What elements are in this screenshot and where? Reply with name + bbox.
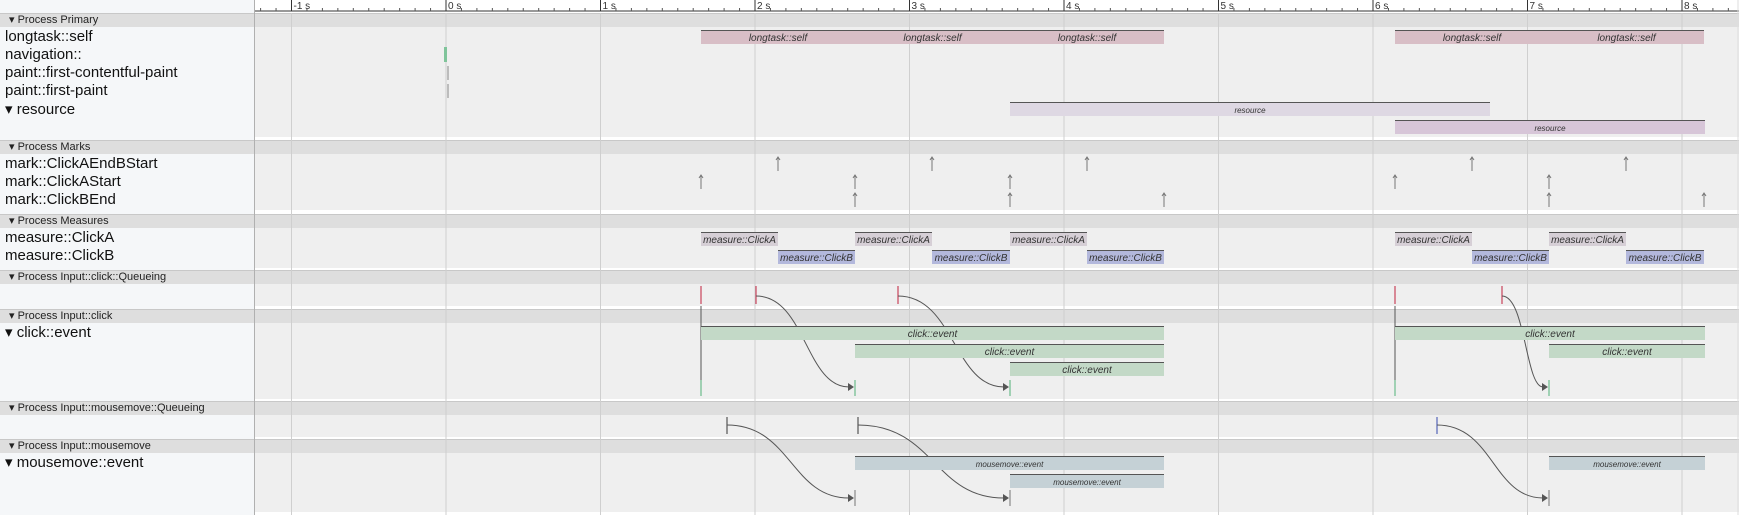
track-label-resource[interactable]: ▾ resource	[5, 101, 76, 118]
longtask-slice[interactable]: longtask::self	[855, 30, 1010, 44]
resource-slice[interactable]: resource	[1010, 102, 1490, 116]
mousemove-event-slice[interactable]: mousemove::event	[855, 456, 1164, 470]
ruler-tick-label: 2 s	[757, 1, 771, 12]
process-measures-header[interactable]: ▾ Process Measures	[0, 214, 1739, 228]
measure-clicka-slice[interactable]: measure::ClickA	[1395, 232, 1472, 246]
measure-clickb-slice[interactable]: measure::ClickB	[778, 250, 855, 264]
track-label-measure-clicka[interactable]: measure::ClickA	[5, 229, 115, 246]
navigation-marker	[444, 47, 447, 62]
mark-clickbend-head	[1161, 192, 1167, 197]
ruler-tick-label: 7 s	[1529, 1, 1543, 12]
click-flow-arrow-arrowhead	[1003, 383, 1009, 391]
mousemove-event-slice[interactable]: mousemove::event	[1010, 474, 1164, 488]
measure-clicka-slice[interactable]: measure::ClickA	[855, 232, 932, 246]
click-event-slice[interactable]: click::event	[1549, 344, 1705, 358]
process-marks-header[interactable]: ▾ Process Marks	[0, 140, 1739, 154]
mark-clickastart-head	[1392, 174, 1398, 179]
click-flow-arrow-arrowhead	[1542, 383, 1548, 391]
process-mousemove-header[interactable]: ▾ Process Input::mousemove	[0, 439, 1739, 453]
mark-clickbend-head	[1546, 192, 1552, 197]
label-column	[0, 0, 255, 515]
click-event-slice[interactable]: click::event	[701, 326, 1164, 340]
ruler-tick-label: 1 s	[602, 1, 616, 12]
ruler-tick-label: 5 s	[1220, 1, 1234, 12]
ruler-tick-label: 8 s	[1684, 1, 1698, 12]
process-primary-header[interactable]: ▾ Process Primary	[0, 13, 1739, 27]
ruler-tick-label: 4 s	[1066, 1, 1080, 12]
track-label-measure-clickb[interactable]: measure::ClickB	[5, 247, 115, 264]
mark-clickastart-head	[852, 174, 858, 179]
longtask-slice[interactable]: longtask::self	[1395, 30, 1549, 44]
track-label-longtask[interactable]: longtask::self	[5, 28, 93, 45]
mousemove-flow-arrow-arrowhead	[1003, 494, 1009, 502]
measure-clickb-slice[interactable]: measure::ClickB	[1626, 250, 1704, 264]
track-label-navigation[interactable]: navigation::	[5, 46, 82, 63]
measure-clicka-slice[interactable]: measure::ClickA	[1010, 232, 1087, 246]
track-label-mark-clickbend[interactable]: mark::ClickBEnd	[5, 191, 116, 208]
mark-clickaendbstart-head	[1469, 156, 1475, 161]
process-mousemove-queueing-header[interactable]: ▾ Process Input::mousemove::Queueing	[0, 401, 1739, 415]
measure-clicka-slice[interactable]: measure::ClickA	[1549, 232, 1626, 246]
track-label-click-event[interactable]: ▾ click::event	[5, 324, 91, 341]
process-click-queueing-header[interactable]: ▾ Process Input::click::Queueing	[0, 270, 1739, 284]
resource-slice[interactable]: resource	[1395, 120, 1705, 134]
process-click-header[interactable]: ▾ Process Input::click	[0, 309, 1739, 323]
mark-clickaendbstart-head	[929, 156, 935, 161]
click-event-slice[interactable]: click::event	[1395, 326, 1705, 340]
track-label-first-paint[interactable]: paint::first-paint	[5, 82, 108, 99]
mark-clickbend-head	[852, 192, 858, 197]
measure-clickb-slice[interactable]: measure::ClickB	[932, 250, 1010, 264]
measure-clicka-slice[interactable]: measure::ClickA	[701, 232, 778, 246]
ruler-tick-label: 3 s	[911, 1, 925, 12]
ruler-tick-label: 0 s	[448, 1, 462, 12]
track-label-mousemove-event[interactable]: ▾ mousemove::event	[5, 454, 144, 471]
click-flow-arrow-arrowhead	[848, 383, 854, 391]
mousemove-flow-arrow	[1436, 424, 1544, 499]
track-label-mark-clickastart[interactable]: mark::ClickAStart	[5, 173, 121, 190]
mousemove-flow-arrow-arrowhead	[1542, 494, 1548, 502]
longtask-slice[interactable]: longtask::self	[701, 30, 855, 44]
mousemove-flow-arrow-arrowhead	[848, 494, 854, 502]
longtask-slice[interactable]: longtask::self	[1010, 30, 1164, 44]
ruler-tick-label: 6 s	[1375, 1, 1389, 12]
mark-clickaendbstart-head	[775, 156, 781, 161]
mousemove-event-slice[interactable]: mousemove::event	[1549, 456, 1705, 470]
click-event-slice[interactable]: click::event	[1010, 362, 1164, 376]
click-flow-arrow	[897, 295, 1005, 388]
measure-clickb-slice[interactable]: measure::ClickB	[1472, 250, 1549, 264]
mark-clickastart-head	[698, 174, 704, 179]
track-label-first-contentful-paint[interactable]: paint::first-contentful-paint	[5, 64, 178, 81]
mark-clickastart-head	[1007, 174, 1013, 179]
mark-clickbend-head	[1701, 192, 1707, 197]
longtask-slice[interactable]: longtask::self	[1549, 30, 1704, 44]
track-label-mark-clickaendbstart[interactable]: mark::ClickAEndBStart	[5, 155, 158, 172]
ruler-tick-label: -1 s	[293, 1, 311, 12]
click-event-slice[interactable]: click::event	[855, 344, 1164, 358]
label-divider[interactable]	[254, 0, 255, 515]
click-flow-arrow	[755, 295, 850, 388]
mark-clickaendbstart-head	[1084, 156, 1090, 161]
mousemove-flow-arrow	[726, 424, 850, 499]
mark-clickaendbstart-head	[1623, 156, 1629, 161]
click-flow-arrow	[1501, 295, 1544, 388]
measure-clickb-slice[interactable]: measure::ClickB	[1087, 250, 1164, 264]
mark-clickastart-head	[1546, 174, 1552, 179]
mark-clickbend-head	[1007, 192, 1013, 197]
